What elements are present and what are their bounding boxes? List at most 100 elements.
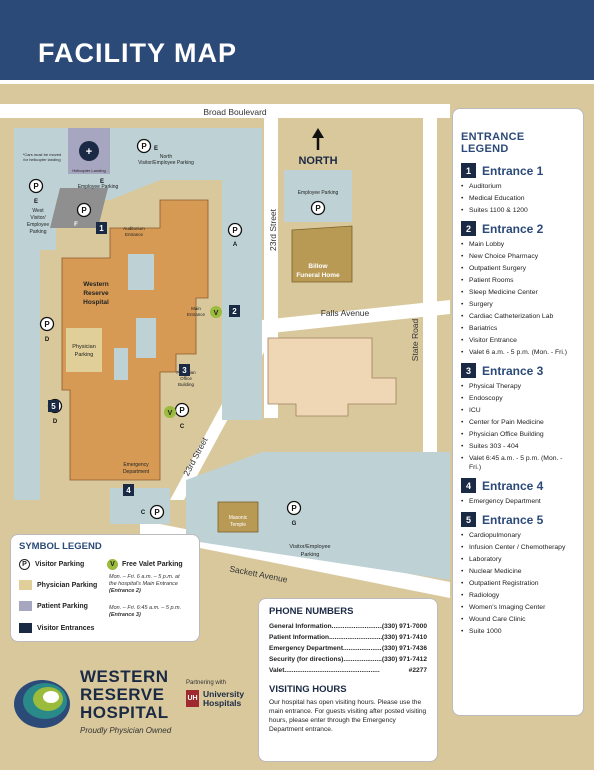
legend-free-valet: V Free Valet Parking	[107, 559, 183, 570]
legend-visitor-parking: P Visitor Parking	[19, 559, 84, 570]
street-falls-avenue: Falls Avenue	[321, 308, 370, 318]
helicopter-icon	[79, 141, 99, 161]
valet-note-2: Mon. – Fri. 6:45 a.m. – 5 p.m. (Entrance…	[109, 605, 189, 619]
physician-parking-area	[66, 328, 102, 372]
entrance-marker-2: 2	[229, 305, 240, 317]
visitor-employee-label-1: Visitor/Employee	[289, 544, 330, 550]
north-lot-label-2: Visitor/Employee Parking	[138, 160, 194, 166]
svg-text:D: D	[45, 337, 50, 343]
valet-note-2-line-1: Mon. – Fri. 6:45 a.m. – 5 p.m.	[109, 605, 182, 611]
helipad-cross: +	[86, 146, 92, 158]
visitor-parking-icon: P	[19, 559, 30, 570]
phone-number: #2277	[408, 667, 427, 674]
entrance-marker-1: 1	[96, 222, 107, 234]
svg-text:D: D	[53, 419, 58, 425]
ed-label-2: Department	[123, 469, 150, 475]
wordmark-line-1: WESTERN	[80, 667, 169, 686]
svg-text:P: P	[141, 142, 147, 151]
auditorium-label-2: Entrance	[125, 232, 144, 237]
svg-text:P: P	[291, 504, 297, 513]
svg-text:2: 2	[232, 307, 237, 316]
entrance-service-item: Wound Care Clinic	[461, 615, 575, 624]
entrance-service-item: Infusion Center / Chemotherapy	[461, 543, 575, 552]
valet-note-1-line-2: the hospital's Main Entrance	[109, 581, 178, 587]
entrance-service-item: Women's Imaging Center	[461, 603, 575, 612]
street-broad-boulevard: Broad Boulevard	[203, 107, 267, 117]
visitor-entrance-swatch	[19, 623, 32, 633]
south-building	[267, 337, 397, 417]
main-entrance-label-1: Main	[191, 306, 201, 311]
parking-icon-e-heli: E	[100, 179, 104, 185]
phone-row: General Information.....................…	[269, 621, 427, 632]
entrance-title: Entrance 2	[482, 221, 544, 236]
west-lot-label-4: Parking	[30, 229, 47, 235]
employee-parking-bldg-label: Employee Parking	[298, 190, 339, 196]
patient-parking-swatch	[19, 601, 32, 611]
phone-row: Emergency Department....................…	[269, 643, 427, 654]
svg-text:P: P	[81, 206, 87, 215]
phone-label: Emergency Department	[269, 645, 344, 652]
street-state-road: State Road	[410, 318, 420, 361]
entrance-service-item: Patient Rooms	[461, 276, 575, 285]
entrance-service-item: New Choice Pharmacy	[461, 252, 575, 261]
falls-avenue-road	[262, 300, 450, 334]
entrance-service-item: Auditorium	[461, 182, 575, 191]
hospital-label-3: Hospital	[83, 299, 109, 306]
broad-boulevard-road	[0, 104, 450, 118]
partner-line-2: Hospitals	[203, 698, 242, 708]
entrance-number-badge: 3	[461, 363, 476, 378]
phone-leader-dots: ........................................…	[331, 623, 382, 630]
wordmark-line-3: HOSPITAL	[80, 703, 169, 722]
entrance-markers: 1 2 3 4 5	[48, 222, 240, 496]
legend-patient-parking: Patient Parking	[19, 601, 88, 611]
entrance-service-item: Cardiopulmonary	[461, 531, 575, 540]
hospital-logo-icon	[14, 680, 70, 728]
entrance-service-item: Physician Office Building	[461, 430, 575, 439]
masonic-label-1: Masonic	[229, 515, 248, 521]
parking-icon-e-north: P E	[136, 138, 158, 154]
phone-label: Security (for directions)	[269, 656, 344, 663]
symbol-legend: SYMBOL LEGEND P Visitor Parking Physicia…	[10, 534, 200, 642]
entrance-service-item: Nuclear Medicine	[461, 567, 575, 576]
svg-text:C: C	[180, 424, 185, 430]
heli-note-2: for helicopter landing	[23, 157, 60, 162]
valet-icons: V V	[164, 306, 222, 418]
university-hospitals-logo: UH University Hospitals	[186, 690, 244, 708]
hospital-tagline: Proudly Physician Owned	[80, 726, 172, 735]
west-lot-label-1: West	[32, 208, 44, 214]
parking-icon-a: P A	[227, 222, 243, 248]
svg-text:1: 1	[99, 224, 104, 233]
entrance-service-item: Physical Therapy	[461, 382, 575, 391]
visitor-employee-label-2: Parking	[301, 552, 320, 558]
courtyard-1	[128, 254, 154, 290]
hospital-wordmark: WESTERN RESERVE HOSPITAL	[80, 668, 169, 722]
visitor-areas	[14, 128, 450, 580]
phone-row: Valet...................................…	[269, 665, 427, 676]
courtyard-3	[114, 348, 128, 380]
wordmark-line-2: RESERVE	[80, 685, 165, 704]
west-lot-label-3: Employee	[27, 222, 49, 228]
entrance-marker-4: 4	[123, 484, 134, 496]
main-entrance-label-2: Entrance	[187, 312, 206, 317]
svg-text:G: G	[292, 521, 297, 527]
hospital-label-1: Western	[83, 281, 109, 288]
svg-text:4: 4	[126, 486, 131, 495]
svg-text:5: 5	[51, 402, 56, 411]
svg-text:A: A	[233, 242, 238, 248]
north-lot-label-1: North	[160, 154, 172, 160]
entrance-service-item: Outpatient Surgery	[461, 264, 575, 273]
valet-note-1: Mon. – Fri. 6 a.m. – 5 p.m. at the hospi…	[109, 574, 189, 595]
symbol-legend-title: SYMBOL LEGEND	[19, 541, 102, 552]
phone-leader-dots: ........................................…	[343, 645, 382, 652]
entrance-service-item: Valet 6:45 a.m. - 5 p.m. (Mon. - Fri.)	[461, 454, 575, 472]
partnering-label: Partnering with	[186, 680, 227, 686]
entrance-title: Entrance 3	[482, 363, 544, 378]
parking-icon-g: P G	[286, 500, 302, 527]
entrance-marker-5: 5	[48, 400, 59, 412]
uh-icon: UH	[186, 690, 199, 707]
parking-icon-c-bottom: P C	[141, 504, 165, 520]
